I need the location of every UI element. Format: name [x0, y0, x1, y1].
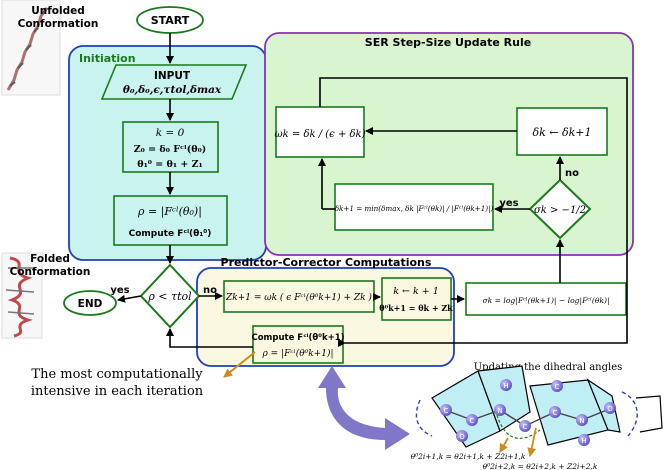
- delta-min-box: [334, 183, 494, 231]
- no-label-pc: no: [203, 285, 217, 296]
- svg-text:O: O: [459, 433, 465, 441]
- unfolded-molecule-image: [1, 0, 61, 96]
- sigma-def-eq: σk = log|Fᶜˡ(θk+1)| − log|Fᶜˡ(θk)|: [482, 296, 609, 305]
- compute-pc-line-1: Compute Fᶜˡ(θ⁰k+1): [251, 333, 344, 343]
- dihedral-pointer-arrow: [318, 366, 410, 450]
- start-label: START: [151, 14, 190, 27]
- init-box: [122, 121, 219, 173]
- end-label: END: [78, 298, 103, 310]
- svg-text:C: C: [555, 383, 560, 391]
- atom-glyphs: C C O N H C C C N H O: [440, 379, 616, 446]
- dihedral-illustration: Updating the dihedral angles C C O N: [411, 362, 663, 470]
- input-node: [100, 64, 248, 100]
- k-update-line-1: k ← k + 1: [393, 286, 439, 297]
- svg-text:O: O: [607, 405, 613, 413]
- z-update-eq: Zk+1 = ωk ( ϵ Fᶜˡ(θ⁰k+1) + Zk ): [225, 292, 372, 303]
- yes-label-end: yes: [110, 285, 129, 296]
- dihedral-title: Updating the dihedral angles: [474, 362, 623, 373]
- input-title: INPUT: [154, 70, 191, 82]
- svg-text:C: C: [553, 409, 558, 417]
- rho-line: ρ = |Fᶜˡ(θ₀)|: [137, 205, 202, 219]
- omega-box: [275, 106, 365, 158]
- ser-yes-label: yes: [499, 198, 518, 209]
- tolerance-decision: [139, 263, 201, 329]
- svg-text:N: N: [579, 417, 584, 425]
- pc-title: Predictor-Corrector Computations: [221, 256, 432, 269]
- k-update-line-2: θ⁰k+1 = θk + Zk: [379, 303, 453, 313]
- k-update-box: [381, 277, 452, 321]
- sigma-decision: [528, 178, 592, 240]
- initiation-title: Initiation: [79, 52, 136, 65]
- input-params: θ₀,δ₀,ϵ,τtol,δmax: [123, 84, 222, 96]
- svg-text:N: N: [497, 407, 502, 415]
- ser-title: SER Step-Size Update Rule: [365, 36, 531, 49]
- compute-pc-line-2: ρ = |Fᶜˡ(θ⁰k+1)|: [262, 348, 334, 359]
- svg-text:H: H: [581, 437, 586, 445]
- annotation-arrow: [223, 351, 256, 378]
- connectors: [117, 33, 628, 348]
- init-line-2: Z₀ = δ₀ Fᶜˡ(θ₀): [134, 144, 207, 155]
- svg-text:H: H: [503, 382, 508, 390]
- init-line-1: k = 0: [156, 127, 185, 139]
- omega-eq: ωk = δk / (ϵ + δk): [275, 129, 366, 140]
- delta-min-eq: δk+1 = min(δmax, δk |Fᶜˡ(θk)| / |Fᶜˡ(θk+…: [335, 204, 494, 213]
- svg-text:C: C: [444, 407, 449, 415]
- sigma-condition: σk > −1/2: [534, 205, 586, 216]
- svg-text:C: C: [470, 417, 475, 425]
- compute-line: Compute Fᶜˡ(θ₁⁰): [129, 229, 212, 239]
- tolerance-condition: ρ < τtol: [147, 290, 192, 303]
- z-update-box: [223, 280, 375, 313]
- compute-pc-box: [252, 325, 344, 364]
- dihedral-eq-1: θ⁰2i+1,k = θ2i+1,k + Z2i+1,k: [411, 452, 526, 461]
- init-line-3: θ₁⁰ = θ₁ + Z₁: [137, 159, 202, 170]
- delta-update-eq: δk ← δk+1: [532, 126, 591, 139]
- end-node: [63, 290, 117, 316]
- sigma-def-box: [465, 282, 627, 316]
- svg-text:C: C: [523, 423, 528, 431]
- dihedral-eq-2: θ⁰2i+2,k = θ2i+2,k + Z2i+2,k: [483, 462, 598, 470]
- ser-no-label: no: [565, 168, 579, 179]
- folded-molecule-image: [1, 252, 43, 339]
